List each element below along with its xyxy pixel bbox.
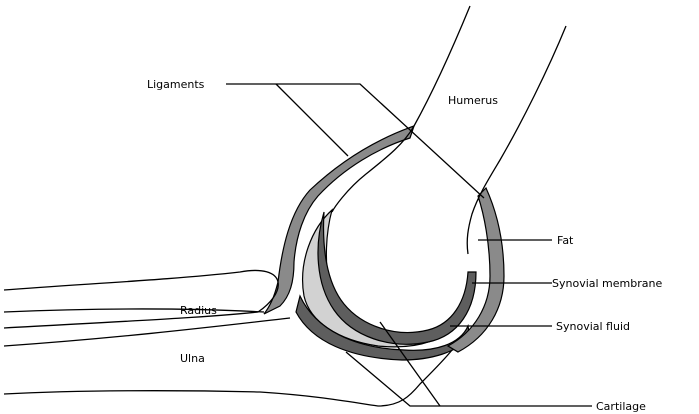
- ligaments-leader: [226, 84, 484, 198]
- radius-lower-edge: [4, 309, 264, 312]
- ligaments-leader-branch: [276, 84, 348, 156]
- cartilage-label: Cartilage: [596, 400, 646, 413]
- ligament-left-region: [264, 126, 414, 314]
- fat-label: Fat: [557, 234, 574, 247]
- ulna-label: Ulna: [180, 352, 205, 365]
- ulna-outline: [4, 318, 290, 346]
- radius-label: Radius: [180, 304, 217, 317]
- synovial-membrane-label: Synovial membrane: [552, 277, 662, 290]
- humerus-right-edge: [467, 26, 566, 254]
- cartilage-leader: [346, 352, 592, 406]
- ligaments-label: Ligaments: [147, 78, 205, 91]
- humerus-label: Humerus: [448, 94, 498, 107]
- radius-outline: [4, 270, 278, 328]
- humerus-outline: [332, 6, 470, 212]
- synovial-fluid-label: Synovial fluid: [556, 320, 630, 333]
